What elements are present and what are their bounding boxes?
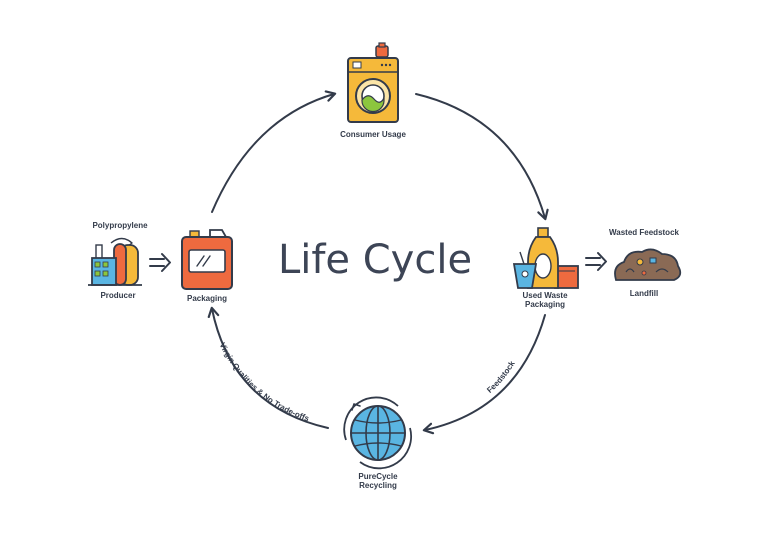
wasted-feedstock-label: Wasted Feedstock [609, 228, 679, 237]
arc-recycling-to-packaging [207, 306, 329, 429]
washing-machine-icon [347, 42, 399, 123]
landfill-label: Landfill [630, 289, 658, 298]
waste-packaging-icon [512, 227, 579, 289]
packaging-label: Packaging [187, 294, 227, 303]
polypropylene-label: Polypropylene [92, 221, 148, 230]
arc-packaging-to-consumer [211, 90, 337, 213]
producer-label: Producer [100, 291, 135, 300]
purecycle-label-line2: Recycling [359, 481, 397, 490]
landfill-icon [614, 248, 682, 281]
to-packaging-arrow-icon [149, 253, 171, 272]
used-waste-label-line2: Packaging [525, 300, 565, 309]
virgin-qualities-label: Virgin Qualities & No Trade-offs [218, 341, 311, 423]
arc-waste-to-recycling [422, 314, 546, 435]
used-waste-label-line1: Used Waste [522, 291, 568, 300]
recycling-globe-icon [343, 396, 412, 470]
page-title: Life Cycle [278, 237, 472, 283]
to-landfill-arrow-icon [585, 252, 607, 271]
consumer-usage-label: Consumer Usage [340, 130, 406, 139]
factory-icon [88, 237, 142, 286]
feedstock-label: Feedstock [485, 359, 517, 395]
jerry-can-icon [181, 229, 233, 290]
purecycle-label-line1: PureCycle [358, 472, 398, 481]
arc-consumer-to-waste [415, 93, 549, 221]
